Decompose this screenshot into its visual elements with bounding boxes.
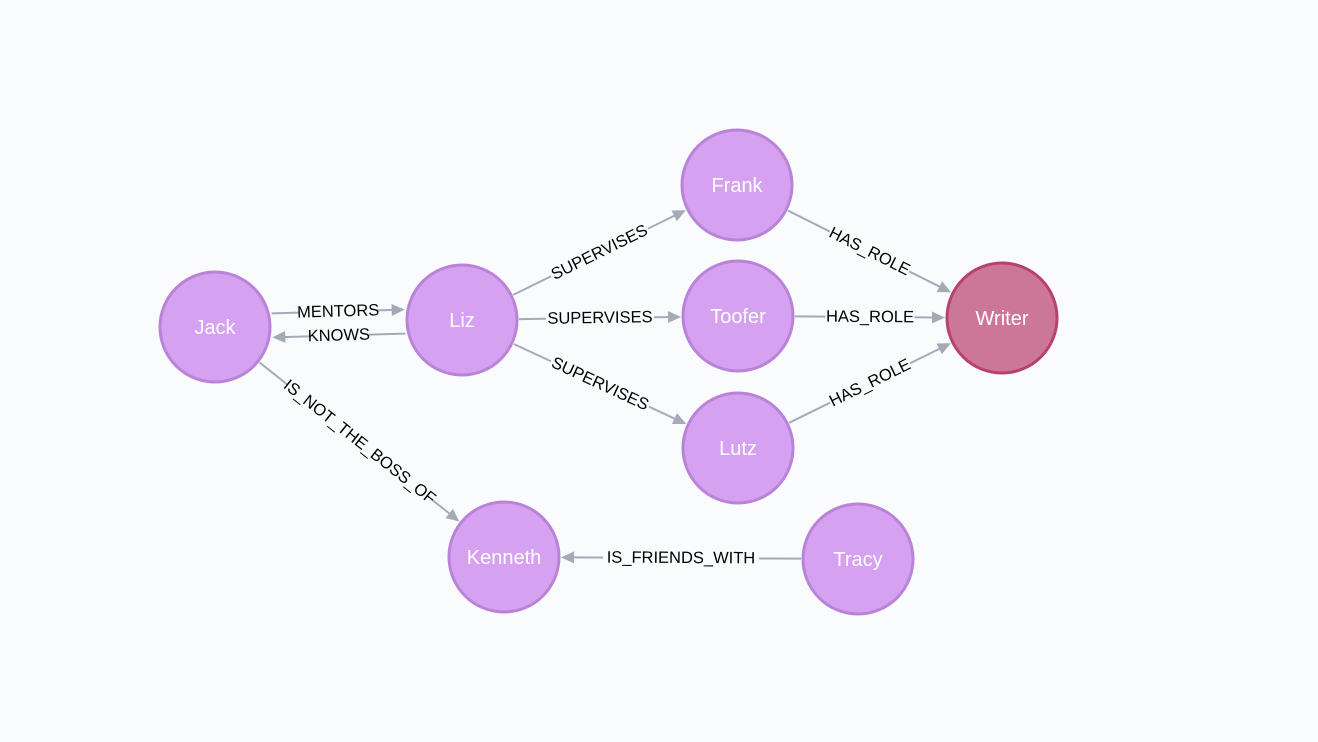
edge-jack-liz[interactable]: MENTORS [271, 299, 405, 324]
node-caption: Writer [976, 308, 1029, 330]
edge-jack-kenneth[interactable]: IS_NOT_THE_BOSS_OF [258, 361, 460, 522]
arrowhead-icon [671, 413, 687, 425]
arrowhead-icon [391, 303, 405, 316]
edge-liz-toofer[interactable]: SUPERVISES [518, 306, 682, 330]
edge-label: HAS_ROLE [826, 224, 913, 280]
node-caption: Lutz [719, 438, 757, 460]
node-toofer[interactable]: Toofer [681, 259, 795, 373]
arrowhead-icon [936, 281, 952, 293]
node-frank[interactable]: Frank [680, 128, 794, 242]
edge-label: IS_FRIENDS_WITH [607, 549, 756, 568]
edge-liz-lutz[interactable]: SUPERVISES [513, 343, 687, 425]
edge-liz-jack[interactable]: KNOWS [272, 323, 406, 348]
node-tracy[interactable]: Tracy [801, 502, 915, 616]
edge-label: HAS_ROLE [826, 308, 914, 327]
arrowhead-icon [931, 311, 946, 324]
node-kenneth[interactable]: Kenneth [447, 500, 561, 614]
node-caption: Tracy [833, 549, 882, 571]
edge-label: SUPERVISES [547, 308, 652, 328]
arrowhead-icon [667, 311, 682, 324]
edge-label: MENTORS [297, 301, 380, 321]
node-caption: Kenneth [467, 547, 542, 569]
edge-label: IS_NOT_THE_BOSS_OF [280, 376, 439, 508]
edge-label: KNOWS [307, 326, 370, 346]
arrowhead-icon [560, 551, 575, 564]
edge-toofer-writer[interactable]: HAS_ROLE [794, 305, 946, 329]
node-caption: Jack [194, 317, 236, 339]
edge-label: SUPERVISES [549, 354, 652, 415]
node-caption: Frank [711, 175, 763, 197]
edge-label: HAS_ROLE [827, 355, 914, 410]
arrowhead-icon [272, 331, 286, 344]
arrowhead-icon [671, 210, 686, 222]
edge-lutz-writer[interactable]: HAS_ROLE [788, 343, 951, 424]
edge-liz-frank[interactable]: SUPERVISES [512, 210, 686, 296]
edge-label: SUPERVISES [548, 221, 650, 283]
arrowhead-icon [445, 508, 460, 522]
node-caption: Toofer [710, 306, 766, 328]
node-liz[interactable]: Liz [405, 263, 519, 377]
edge-tracy-kenneth[interactable]: IS_FRIENDS_WITH [560, 546, 802, 570]
node-lutz[interactable]: Lutz [681, 391, 795, 505]
node-jack[interactable]: Jack [158, 270, 272, 384]
node-caption: Liz [449, 310, 475, 332]
arrowhead-icon [936, 343, 951, 355]
edge-frank-writer[interactable]: HAS_ROLE [787, 209, 952, 293]
node-writer[interactable]: Writer [945, 261, 1059, 375]
